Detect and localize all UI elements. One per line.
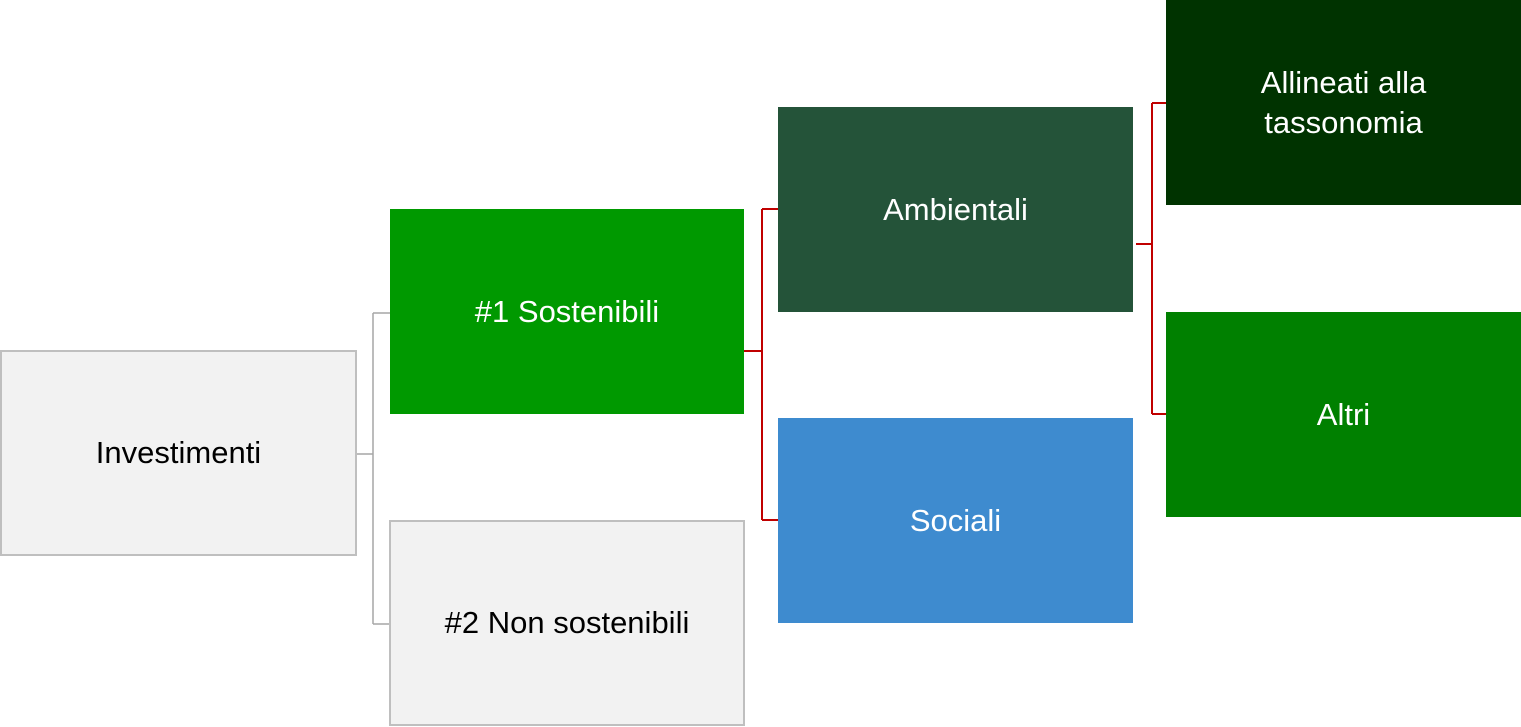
node-allineati-tassonomia: Allineati alla tassonomia xyxy=(1166,0,1521,205)
node-sostenibili-label: #1 Sostenibili xyxy=(474,293,660,329)
connector-investimenti-branches xyxy=(357,312,390,625)
node-investimenti: Investimenti xyxy=(0,350,357,556)
node-investimenti-label: Investimenti xyxy=(95,435,262,470)
node-ambientali: Ambientali xyxy=(778,107,1133,312)
node-altri: Altri xyxy=(1166,312,1521,517)
node-altri-label: Altri xyxy=(1316,396,1371,432)
connector-ambientali-branches xyxy=(1136,102,1166,415)
node-sociali-label: Sociali xyxy=(909,502,1002,538)
node-non-sostenibili-label: #2 Non sostenibili xyxy=(444,605,690,640)
node-ambientali-label: Ambientali xyxy=(883,191,1028,227)
node-allineati-tassonomia-label: Allineati alla tassonomia xyxy=(1260,64,1427,140)
node-non-sostenibili: #2 Non sostenibili xyxy=(389,520,745,726)
node-sociali: Sociali xyxy=(778,418,1133,623)
node-sostenibili: #1 Sostenibili xyxy=(390,209,744,414)
connector-sostenibili-branches xyxy=(744,208,778,521)
